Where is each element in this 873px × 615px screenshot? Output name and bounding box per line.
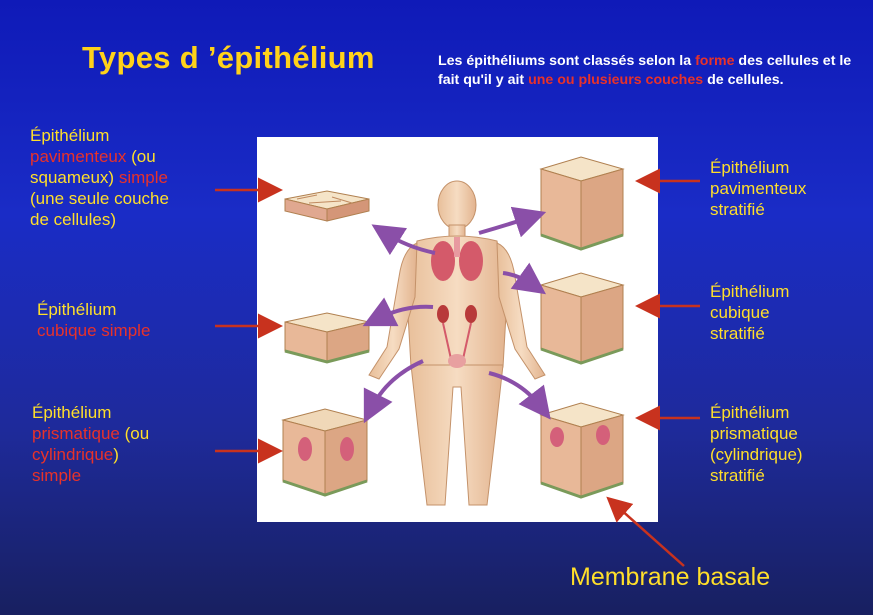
- membrane-basale-label: Membrane basale: [570, 563, 770, 592]
- arrow-membrane-basale: [610, 500, 684, 566]
